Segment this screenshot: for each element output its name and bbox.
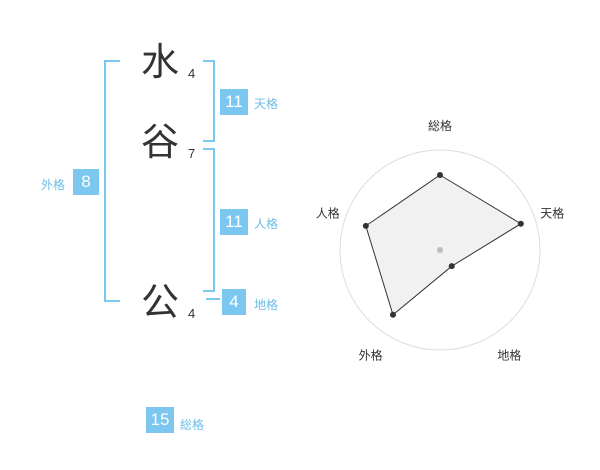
- jinkaku-label: 人格: [254, 217, 279, 231]
- gaikaku-label: 外格: [41, 178, 66, 192]
- radar-center: [437, 247, 443, 253]
- radar-axis-label: 天格: [540, 206, 564, 221]
- radar-axis-label: 地格: [497, 347, 521, 362]
- tenkaku-bracket: [203, 60, 215, 142]
- soukaku-label: 総格: [180, 418, 205, 432]
- radar-points: [362, 172, 524, 318]
- jinkaku-value: 11: [220, 209, 248, 235]
- name-char-3: 公: [140, 280, 179, 324]
- tenkaku-label: 天格: [254, 97, 279, 111]
- radar-axis-label: 人格: [316, 206, 340, 221]
- radar-point: [362, 222, 369, 229]
- soukaku-value: 15: [146, 407, 174, 433]
- jinkaku-bracket: [203, 148, 215, 292]
- radar-axis-label: 総格: [428, 118, 452, 133]
- gaikaku-value: 8: [73, 169, 99, 195]
- stroke-count-3: 4: [188, 306, 196, 321]
- tenkaku-value: 11: [220, 89, 248, 115]
- radar-point: [437, 172, 443, 178]
- chikaku-value: 4: [222, 289, 246, 315]
- chikaku-label: 地格: [254, 298, 279, 312]
- radar-point: [389, 311, 396, 318]
- stroke-count-1: 4: [188, 66, 196, 81]
- radar-axis-label: 外格: [359, 347, 383, 362]
- gaikaku-bracket: [104, 60, 120, 302]
- radar-point: [517, 220, 524, 227]
- name-char-2: 谷: [140, 120, 179, 164]
- radar-area: [365, 174, 522, 316]
- radar-point: [448, 263, 455, 270]
- name-char-1: 水: [140, 40, 179, 84]
- stroke-count-2: 7: [188, 146, 196, 161]
- chikaku-bracket: [206, 298, 220, 300]
